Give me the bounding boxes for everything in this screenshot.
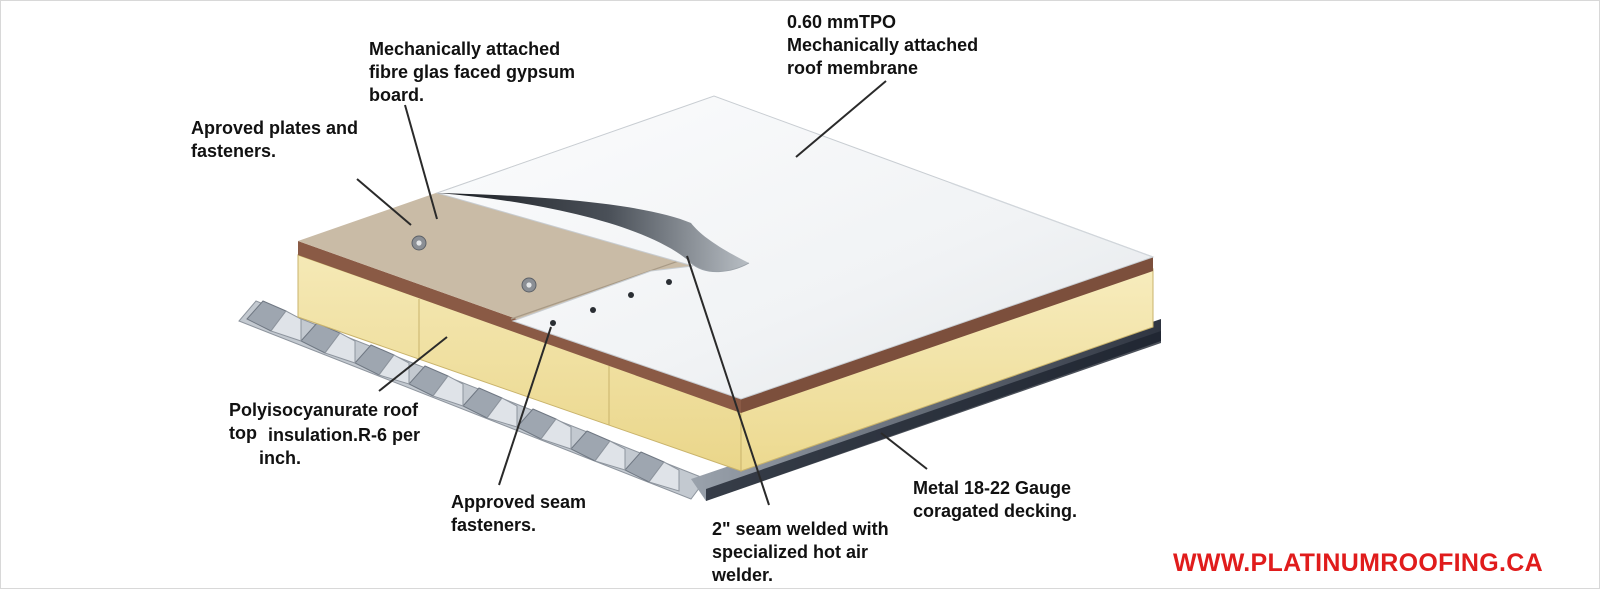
label-seam-fasteners-line2: fasteners. [451, 515, 537, 535]
label-insulation-line2: top insulation.R-6 per [229, 422, 421, 445]
label-membrane-line2: Mechanically attached [787, 35, 979, 55]
label-seam-weld-line3: welder. [712, 565, 774, 585]
metal-deck [238, 300, 1161, 501]
label-gypsum-line1: Mechanically attached [369, 39, 561, 59]
label-gypsum-line2: fibre glas faced gypsum [369, 62, 576, 82]
label-seam-weld-line2: specialized hot air [712, 542, 869, 562]
membrane-curl [437, 193, 749, 272]
label-decking-line1: Metal 18-22 Gauge [913, 478, 1072, 498]
website-watermark: WWW.PLATINUMROOFING.CA [1173, 549, 1543, 577]
label-membrane-line3: roof membrane [787, 58, 919, 78]
label-tpo-membrane: 0.60 mmTPO Mechanically attached roof me… [787, 11, 978, 80]
brown-layer-right [741, 257, 1153, 413]
brown-layer-left [298, 241, 741, 413]
label-plates-fasteners: Aproved plates and fasteners. [191, 117, 358, 163]
label-gypsum-line3: board. [369, 85, 425, 105]
label-gypsum-board: Mechanically attached fibre glas faced g… [369, 38, 575, 107]
label-insulation-rvalue: insulation.R-6 per [268, 425, 421, 445]
label-seam-fasteners: Approved seam fasteners. [451, 491, 586, 537]
label-insulation-top: top [229, 423, 257, 443]
label-plates-line2: fasteners. [191, 141, 277, 161]
label-insulation: Polyisocyanurate roof top insulation.R-6… [229, 399, 421, 468]
seam-fastener-dots [550, 279, 672, 326]
label-seam-weld: 2" seam welded with specialized hot air … [712, 518, 889, 587]
label-seam-weld-line1: 2" seam welded with [712, 519, 889, 539]
label-plates-line1: Aproved plates and [191, 118, 359, 138]
fastener-plates [411, 235, 537, 293]
label-metal-decking: Metal 18-22 Gauge coragated decking. [913, 477, 1077, 523]
label-decking-line2: coragated decking. [913, 501, 1078, 521]
label-insulation-line4: inch. [259, 448, 302, 468]
label-membrane-line1: 0.60 mmTPO [787, 12, 897, 32]
leader-lines [356, 80, 928, 506]
label-seam-fasteners-line1: Approved seam [451, 492, 587, 512]
label-insulation-line1: Polyisocyanurate roof [229, 400, 419, 420]
